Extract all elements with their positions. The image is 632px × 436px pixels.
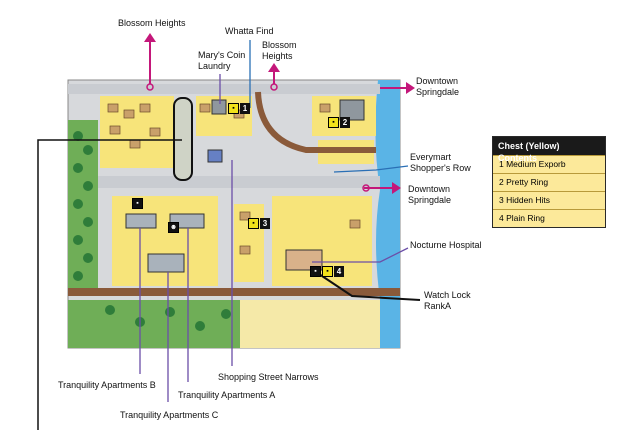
railway-south bbox=[68, 288, 400, 296]
key-chest-icon: ▪ bbox=[310, 266, 321, 277]
face-icon: ☻ bbox=[168, 222, 179, 233]
road-north bbox=[68, 84, 380, 94]
chest-badge-2[interactable]: ▪ 2 bbox=[328, 117, 350, 128]
beach-south bbox=[240, 300, 380, 348]
chest-number: 4 bbox=[334, 266, 344, 277]
shop-building bbox=[339, 99, 365, 121]
store-building bbox=[207, 149, 223, 163]
exit-arrow-east-1[interactable] bbox=[380, 82, 415, 94]
shoreline bbox=[375, 80, 400, 348]
character-marker[interactable]: ☻ bbox=[168, 222, 179, 233]
chest-contents-legend: Chest (Yellow) Contents 1 Medium Exporb … bbox=[492, 136, 606, 228]
label-tranquility-a: Tranquility Apartments A bbox=[178, 390, 276, 400]
exit-arrow-east-2[interactable] bbox=[362, 182, 401, 194]
chest-number: 1 bbox=[240, 103, 250, 114]
label-blossom-heights-1: Blossom Heights bbox=[118, 18, 186, 28]
yellow-chest-icon: ▪ bbox=[228, 103, 239, 114]
exit-arrow-north-1[interactable] bbox=[144, 33, 156, 91]
legend-title: Chest (Yellow) Contents bbox=[493, 137, 605, 163]
railway-curve bbox=[255, 91, 376, 153]
hospital-building bbox=[285, 249, 323, 271]
chest-badge-1[interactable]: ▪ 1 bbox=[228, 103, 250, 114]
legend-row: 3 Hidden Hits bbox=[493, 191, 605, 209]
door-icon: ▪ bbox=[132, 198, 143, 209]
label-tranquility-b: Tranquility Apartments B bbox=[58, 380, 156, 390]
legend-row: 4 Plain Ring bbox=[493, 209, 605, 227]
chest-badge-3[interactable]: ▪ 3 bbox=[248, 218, 270, 229]
covered-walkway bbox=[173, 97, 193, 181]
legend-row: 2 Pretty Ring bbox=[493, 173, 605, 191]
laundry-building bbox=[211, 99, 227, 115]
leader-lines bbox=[37, 40, 421, 430]
exit-arrow-north-2[interactable] bbox=[268, 63, 280, 91]
label-whatta-find: Whatta Find bbox=[225, 26, 274, 36]
label-shopping-street: Shopping Street Narrows bbox=[218, 372, 319, 382]
label-tranquility-c: Tranquility Apartments C bbox=[120, 410, 219, 420]
label-nocturne-hospital: Nocturne Hospital bbox=[410, 240, 482, 250]
yellow-chest-icon: ▪ bbox=[248, 218, 259, 229]
chest-number: 2 bbox=[340, 117, 350, 128]
road-mid bbox=[98, 176, 380, 188]
chest-number: 3 bbox=[260, 218, 270, 229]
apartment-marker[interactable]: ▪ bbox=[132, 198, 143, 209]
chest-badge-4[interactable]: ▪ ▪ 4 bbox=[310, 266, 344, 277]
legend-row: 1 Medium Exporb bbox=[493, 155, 605, 173]
yellow-chest-icon: ▪ bbox=[328, 117, 339, 128]
houses bbox=[107, 103, 361, 255]
yellow-chest-icon: ▪ bbox=[322, 266, 333, 277]
